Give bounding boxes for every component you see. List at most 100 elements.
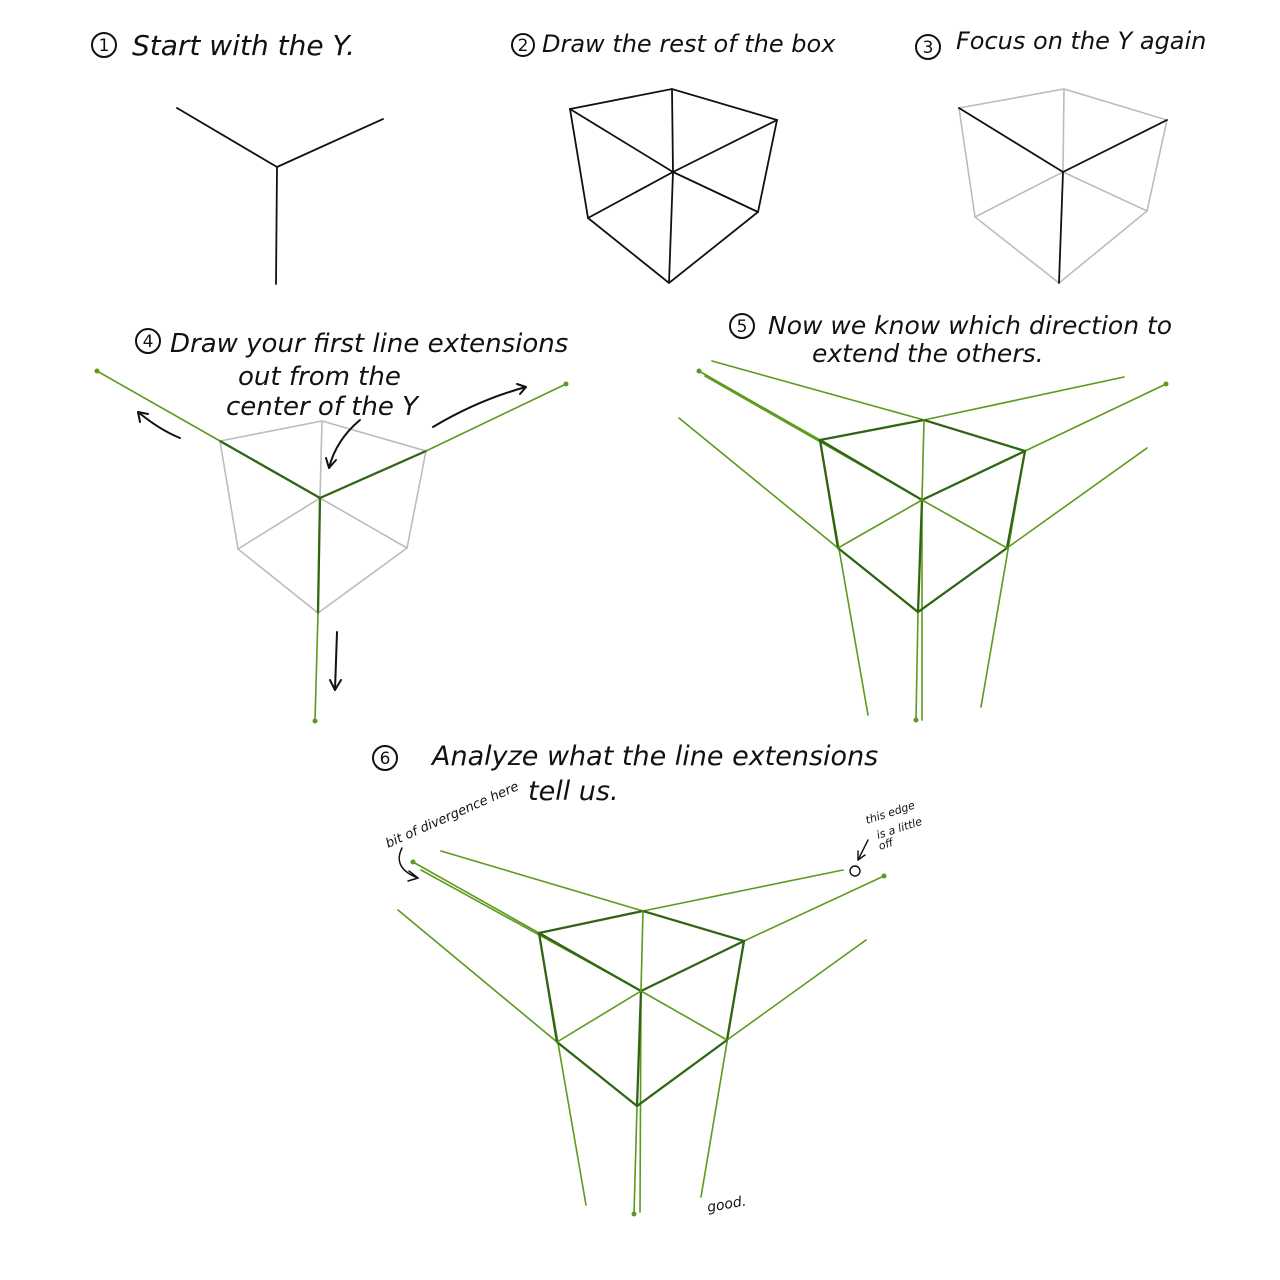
arrow-to-center-head xyxy=(325,457,337,469)
step-2-number-badge: 2 xyxy=(511,33,535,57)
focus-y-right xyxy=(1062,119,1168,173)
step-6-title-line-1: Analyze what the line extensions xyxy=(430,741,878,772)
extension-right xyxy=(425,383,567,452)
step-1-number-badge: 1 xyxy=(91,32,117,58)
s5-back-vertical xyxy=(921,419,925,501)
edge-off-note-line-3: off xyxy=(877,836,896,853)
step-4-y-stem xyxy=(316,496,322,615)
arrow-down-head xyxy=(329,679,342,691)
s5-back-left xyxy=(837,499,923,549)
step-5-extensions xyxy=(678,360,1169,723)
s6-ext-left-tip xyxy=(410,859,416,865)
step-4-box xyxy=(218,420,428,615)
step-6-extensions xyxy=(397,850,887,1217)
arrow-down xyxy=(334,631,338,691)
box-y-left xyxy=(569,108,674,173)
extension-right-tip xyxy=(563,381,569,387)
step-4-y-right xyxy=(318,449,428,500)
y-stem xyxy=(275,166,278,285)
s5-ext-top-right xyxy=(923,376,1125,421)
full-box xyxy=(568,88,779,285)
step-4-extensions xyxy=(94,368,569,724)
step-2-title: Draw the rest of the box xyxy=(542,30,836,58)
step-4-title-line-3: center of the Y xyxy=(226,392,420,422)
step-3-number: 3 xyxy=(923,38,934,58)
step-2: 2 Draw the rest of the box xyxy=(511,30,836,285)
step-3-number-badge: 3 xyxy=(915,34,941,60)
s6-back-vertical xyxy=(640,910,644,992)
step-4-direction-arrows xyxy=(137,383,527,691)
step-5-number-badge: 5 xyxy=(729,313,755,339)
step-4-number: 4 xyxy=(143,332,154,352)
step-1-title: Start with the Y. xyxy=(132,29,355,62)
faded-box-with-y xyxy=(958,88,1168,285)
s5-ext-mid-right xyxy=(1006,447,1148,549)
step-5-title-line-1: Now we know which direction to xyxy=(768,311,1172,340)
box-back-right xyxy=(672,171,759,213)
faded-back-right xyxy=(1062,171,1148,212)
arrow-to-center xyxy=(328,419,361,469)
extension-left xyxy=(96,370,221,442)
step-4-faded-back-right xyxy=(319,497,408,549)
s5-ext-mid-left xyxy=(678,417,839,549)
step-4: 4 Draw your first line extensions out fr… xyxy=(94,328,569,724)
box-y-right xyxy=(672,119,778,173)
s6-ext-down-tip xyxy=(631,1211,637,1217)
s6-ext-top-right xyxy=(642,869,844,912)
s6-ext-right xyxy=(743,875,885,942)
y-shape xyxy=(176,107,384,285)
divergence-arrow-head xyxy=(407,870,419,882)
step-1-number: 1 xyxy=(99,36,110,56)
step-4-title-line-2: out from the xyxy=(238,362,401,392)
s6-y-stem xyxy=(635,989,643,1108)
arrow-up-right-head xyxy=(516,383,527,395)
step-4-faded-outline xyxy=(219,420,427,615)
step-5-title-line-2: extend the others. xyxy=(812,339,1044,368)
s6-y-left xyxy=(537,931,643,993)
extension-left-tip xyxy=(94,368,100,374)
s5-ext-top-left xyxy=(711,360,925,421)
arrow-up-right xyxy=(432,386,527,428)
s5-y-left xyxy=(818,438,924,502)
y-right-arm xyxy=(276,118,384,168)
s5-y-right xyxy=(920,449,1027,502)
step-1: 1 Start with the Y. xyxy=(91,29,384,285)
s6-back-left xyxy=(556,990,642,1043)
s5-ext-right-tip xyxy=(1163,381,1169,387)
extension-down xyxy=(314,612,319,722)
step-5: 5 Now we know which direction to extend … xyxy=(678,311,1172,723)
box-y-stem xyxy=(668,171,674,284)
s6-ext-mid-left xyxy=(397,909,558,1043)
step-6: 6 Analyze what the line extensions tell … xyxy=(372,741,924,1217)
s5-ext-down-tip xyxy=(913,717,919,723)
s5-ext-left xyxy=(698,370,821,441)
step-4-number-badge: 4 xyxy=(135,328,161,354)
box-outline xyxy=(568,88,779,285)
edge-off-arrow-head xyxy=(857,850,866,861)
step-6-title-line-2: tell us. xyxy=(528,776,619,807)
divergence-note: bit of divergence here xyxy=(384,779,522,851)
step-4-faded-back-left xyxy=(237,497,321,550)
s5-y-stem xyxy=(916,498,924,614)
step-4-y-left xyxy=(218,439,322,500)
extension-down-tip xyxy=(312,718,318,724)
s6-y-right xyxy=(639,939,746,993)
arrow-up-left xyxy=(137,411,181,439)
divergence-arrow xyxy=(398,847,419,879)
s6-ext-right-tip xyxy=(881,873,887,879)
y-left-arm xyxy=(176,107,278,168)
step-3-title: Focus on the Y again xyxy=(956,27,1206,55)
s6-ext-top-left xyxy=(440,850,644,912)
s5-ext-left-tip xyxy=(696,368,702,374)
step-4-title-line-1: Draw your first line extensions xyxy=(170,329,568,359)
focus-y-left xyxy=(958,107,1064,173)
edge-off-arrow xyxy=(857,839,869,861)
step-6-number-badge: 6 xyxy=(372,745,398,771)
s5-back-right xyxy=(921,499,1008,549)
step-5-number: 5 xyxy=(737,317,748,337)
focus-y-stem xyxy=(1058,171,1064,284)
faded-back-vertical xyxy=(1062,88,1065,173)
step-5-box xyxy=(818,418,1027,614)
s6-ext-left xyxy=(412,861,540,934)
